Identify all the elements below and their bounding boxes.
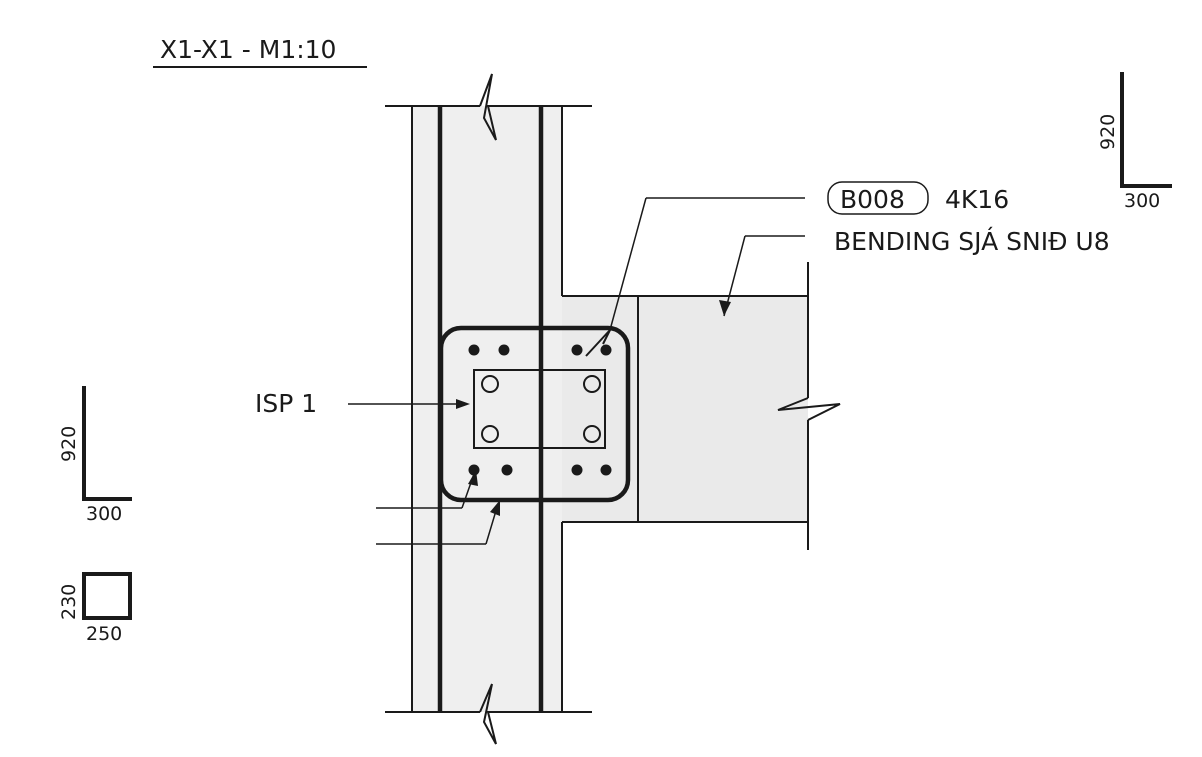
rebar-dots (468, 344, 612, 476)
isp-plate (473, 369, 606, 449)
bar-spec: 4K16 (945, 185, 1009, 214)
isp-label: ISP 1 (255, 389, 317, 418)
bar-shape-2-horizontal: 300 (86, 503, 122, 525)
bar-shape-1-horizontal: 300 (1124, 190, 1160, 212)
bar-shape-3: 230 250 (58, 572, 132, 645)
bar-shape-2: 920 300 (58, 386, 132, 525)
leader-bending (719, 235, 805, 317)
leader-isp (348, 399, 470, 409)
bar-shape-1-vertical: 920 (1097, 114, 1119, 150)
leader-lower-2 (376, 500, 500, 545)
leader-b008 (585, 197, 805, 357)
bar-shape-2-vertical: 920 (58, 426, 80, 462)
bar-shape-3-horizontal: 250 (86, 623, 122, 645)
isp-plate-holes (481, 375, 601, 443)
bar-shape-3-vertical: 230 (58, 584, 80, 620)
concrete-beam (562, 296, 808, 522)
drawing-title: X1-X1 - M1:10 (160, 35, 336, 64)
beam-outline (562, 262, 841, 550)
stirrup-link (438, 325, 631, 503)
column-outline (385, 73, 592, 745)
leader-lower-1 (376, 470, 478, 509)
concrete-column (412, 106, 562, 712)
bending-note: BENDING SJÁ SNIÐ U8 (834, 227, 1110, 256)
bar-mark: B008 (840, 185, 905, 214)
bar-shape-1: 920 300 (1097, 72, 1172, 212)
bar-mark-box (827, 181, 929, 215)
